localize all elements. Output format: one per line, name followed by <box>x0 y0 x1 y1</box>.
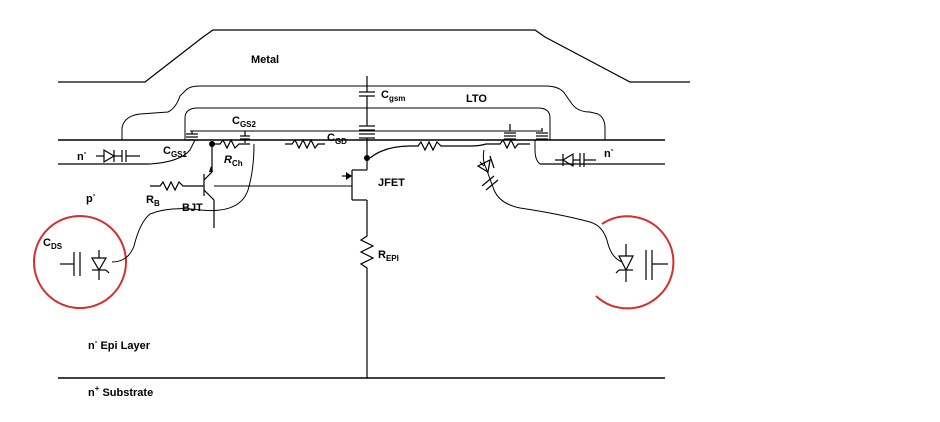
metal-left-leg <box>121 85 606 140</box>
right-n-label: n- <box>604 145 614 160</box>
rch-resistor <box>212 138 250 150</box>
cds-right-diode <box>615 244 634 282</box>
drain-diagonal-capacitor <box>481 175 499 191</box>
cgsm-capacitor <box>359 76 375 108</box>
cds-label: CDS <box>43 237 63 251</box>
jfet-transistor <box>342 158 368 232</box>
cgd-label: CGD <box>327 132 347 146</box>
cgs2-label: CGS2 <box>232 115 257 129</box>
p-region-label: p- <box>86 190 96 205</box>
repi-label: REPI <box>378 249 399 263</box>
lto-label: LTO <box>466 93 487 105</box>
drift-resistor-right <box>369 138 530 159</box>
cds-left-capacitor <box>60 252 81 276</box>
cds-left-connection <box>111 143 255 263</box>
right-edge-capacitor <box>536 128 548 140</box>
cds-right-capacitor <box>645 250 668 280</box>
metal-label: Metal <box>251 54 279 66</box>
left-junction-capacitor <box>121 150 140 162</box>
lto-outline <box>184 107 551 140</box>
repi-resistor <box>359 232 375 378</box>
right-junction-diode <box>555 152 580 168</box>
left-n-region-boundary <box>149 139 196 165</box>
rb-resistor <box>150 180 204 192</box>
jfet-label: JFET <box>378 177 405 189</box>
drain-diagonal-diode <box>476 155 495 173</box>
cds-left-diode <box>90 250 110 280</box>
left-junction-diode <box>96 148 122 164</box>
right-gate-capacitor <box>504 124 516 140</box>
cds-left-highlight-ring <box>33 215 127 309</box>
metal-outline <box>58 29 690 83</box>
bjt-transistor <box>203 144 215 228</box>
substrate-label: n+ Substrate <box>88 384 153 399</box>
cgs1-capacitor <box>186 131 198 141</box>
right-junction-capacitor <box>579 153 596 167</box>
accumulation-resistor <box>285 138 325 150</box>
rb-label: RB <box>146 194 160 208</box>
epi-layer-label: n- Epi Layer <box>88 337 151 352</box>
cgs1-label: CGS1 <box>163 145 188 159</box>
cgsm-label: Cgsm <box>381 89 405 103</box>
rch-label: RCh <box>224 154 243 168</box>
left-n-label: n- <box>77 148 87 163</box>
right-n-region-boundary <box>534 140 541 165</box>
cgd-capacitor <box>359 108 375 158</box>
cds-right-connection <box>482 149 623 263</box>
bjt-label: BJT <box>182 202 203 214</box>
cds-right-highlight-ring <box>595 215 675 310</box>
cgs2-capacitor <box>240 131 250 143</box>
